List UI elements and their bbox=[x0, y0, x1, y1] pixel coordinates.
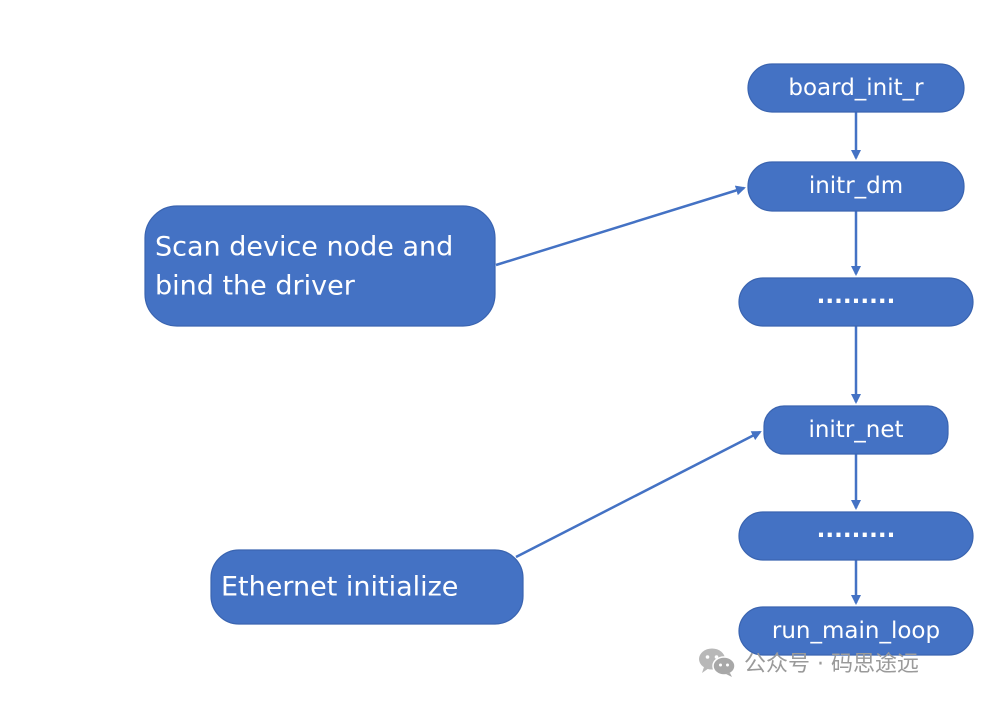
node-initr-dm: initr_dm bbox=[747, 161, 965, 212]
node-ellipsis-2-label: ......... bbox=[817, 517, 896, 543]
arrow-scan-to-dm bbox=[495, 185, 746, 267]
node-run-main-loop-label: run_main_loop bbox=[772, 618, 940, 644]
note-ethernet-label: Ethernet initialize bbox=[221, 572, 458, 603]
note-ethernet-initialize: Ethernet initialize bbox=[210, 549, 524, 625]
note-scan-line-2: bind the driver bbox=[155, 271, 356, 302]
node-ellipsis-1-label: ......... bbox=[817, 283, 896, 309]
node-initr-net-label: initr_net bbox=[808, 417, 903, 443]
note-scan-line-1: Scan device node and bbox=[155, 232, 453, 263]
node-board-init-r: board_init_r bbox=[747, 63, 965, 113]
node-initr-net: initr_net bbox=[763, 405, 949, 455]
node-ellipsis-1: ......... bbox=[738, 277, 974, 327]
watermark: 公众号 · 码思途远 bbox=[698, 646, 919, 678]
watermark-text: 公众号 · 码思途远 bbox=[744, 652, 919, 677]
node-board-init-r-label: board_init_r bbox=[788, 75, 924, 101]
node-initr-dm-label: initr_dm bbox=[809, 173, 903, 199]
node-ellipsis-2: ......... bbox=[738, 511, 974, 561]
node-run-main-loop: run_main_loop bbox=[738, 606, 974, 656]
note-scan-device: Scan device node and bind the driver bbox=[144, 205, 496, 327]
wechat-icon bbox=[699, 648, 736, 677]
arrow-ethernet-to-net bbox=[515, 430, 762, 559]
